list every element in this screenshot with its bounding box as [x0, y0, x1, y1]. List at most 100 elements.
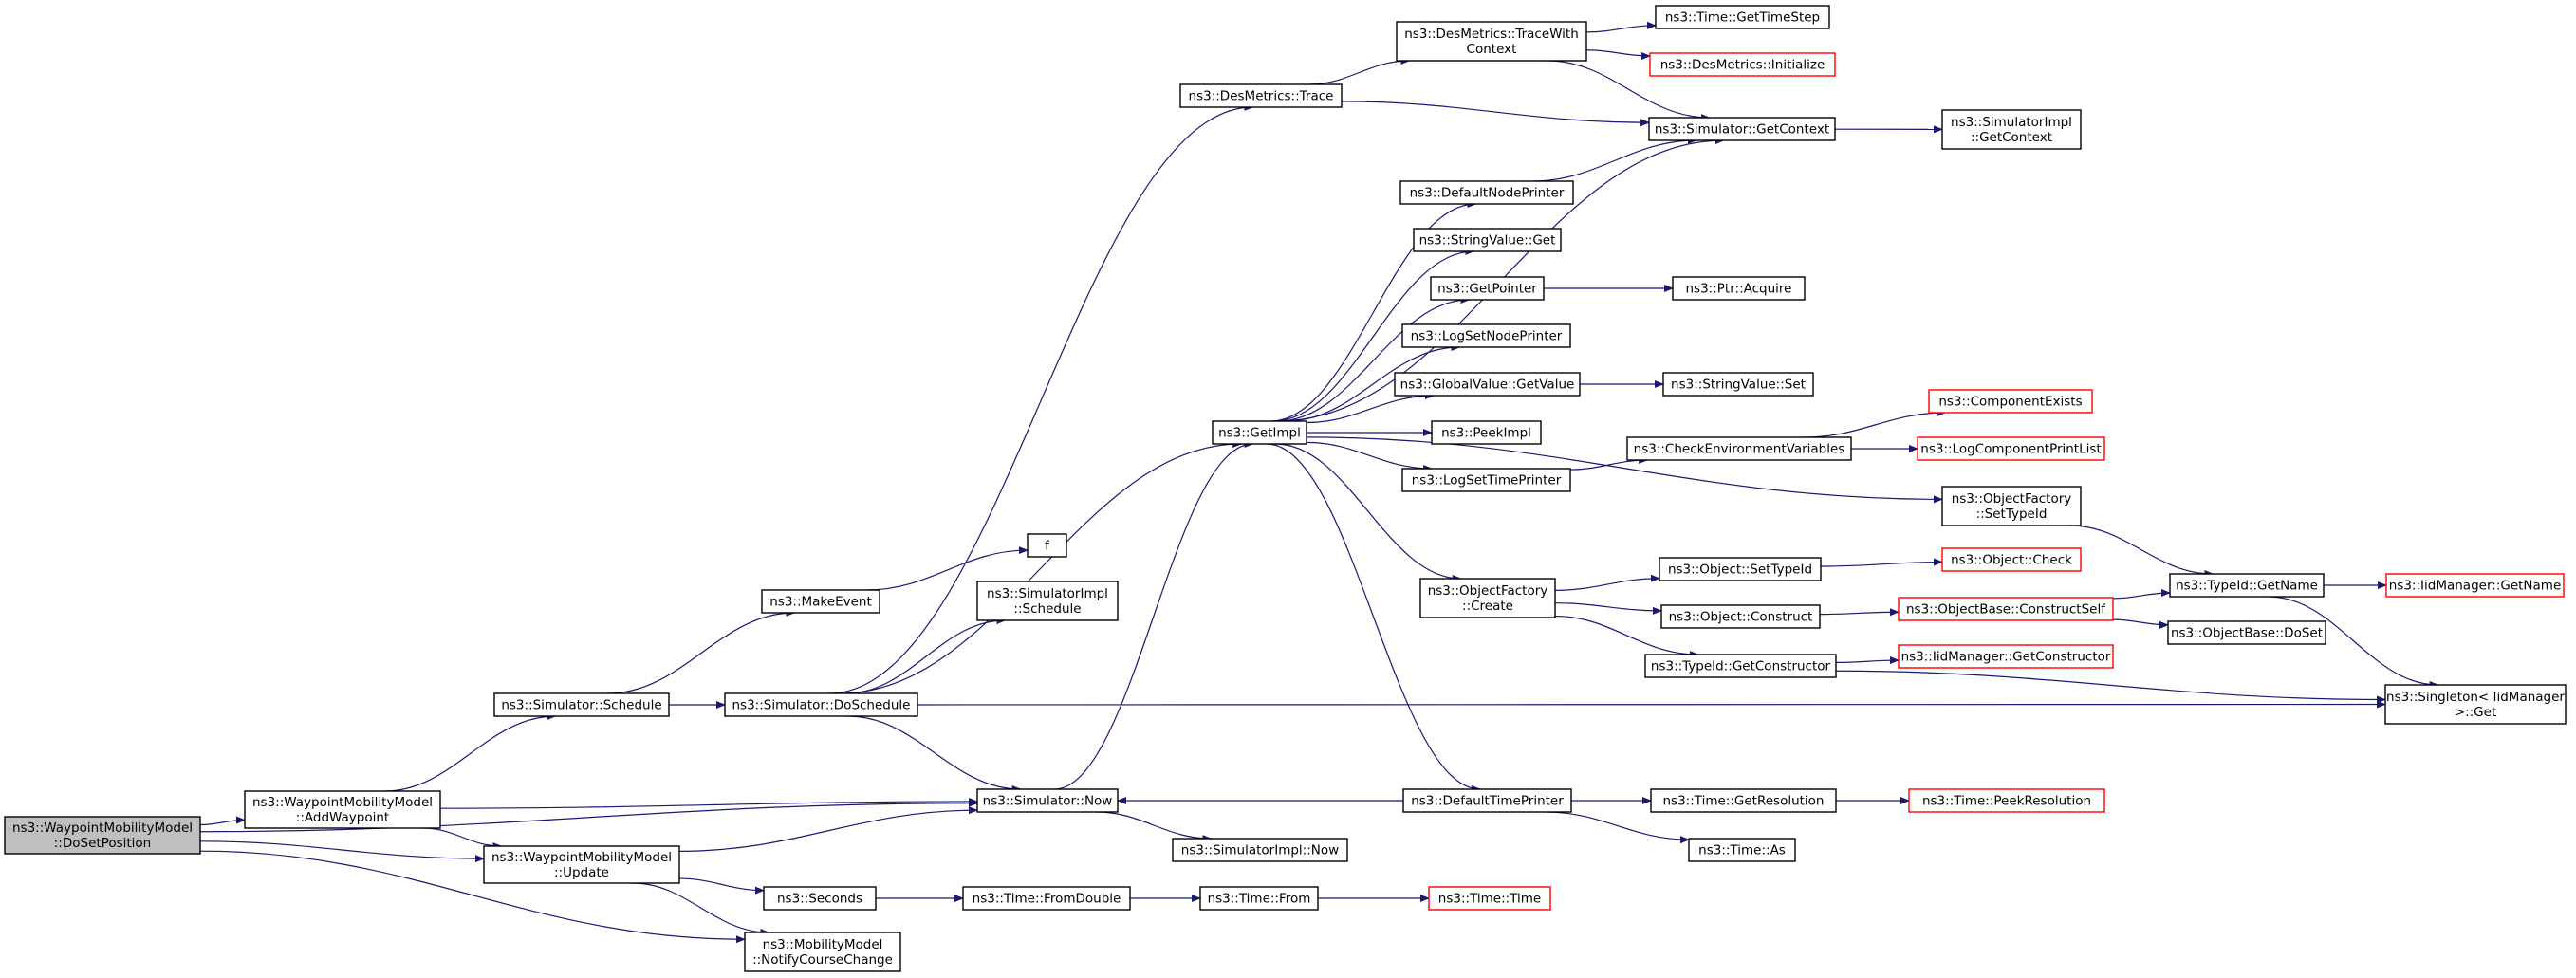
edge-doschedule-to-simnow	[847, 715, 1022, 793]
node-addwp[interactable]: ns3::WaypointMobilityModel::AddWaypoint	[244, 790, 441, 829]
node-box	[1672, 276, 1806, 301]
node-getcontext[interactable]: ns3::Simulator::GetContext	[1648, 117, 1836, 141]
edge-destrace-to-getcontext	[1341, 101, 1650, 127]
node-ofsettypeid[interactable]: ns3::ObjectFactory::SetTypeId	[1941, 486, 2082, 526]
node-ofcreate[interactable]: ns3::ObjectFactory::Create	[1419, 578, 1556, 618]
node-implschedule[interactable]: ns3::SimulatorImpl::Schedule	[976, 581, 1119, 621]
edge-update-to-seconds	[678, 877, 765, 895]
node-box	[1644, 654, 1837, 678]
node-objcheck[interactable]: ns3::Object::Check	[1941, 547, 2082, 572]
node-box	[761, 589, 880, 614]
node-label: ns3::ObjectBase::ConstructSelf	[1906, 602, 2106, 618]
node-getresolution[interactable]: ns3::Time::GetResolution	[1650, 788, 1837, 813]
edge-typeidgetctor-to-iidgetctor	[1835, 656, 1900, 665]
node-schedule[interactable]: ns3::Simulator::Schedule	[493, 692, 670, 717]
node-singleton[interactable]: ns3::Singleton< IidManager >::Get	[2384, 684, 2567, 725]
node-timeas[interactable]: ns3::Time::As	[1688, 838, 1796, 862]
node-label: ns3::IidManager::GetName	[2389, 579, 2562, 594]
node-box	[4, 816, 201, 855]
node-checkenv[interactable]: ns3::CheckEnvironmentVariables	[1626, 436, 1852, 461]
node-label: ns3::Time::GetResolution	[1662, 794, 1824, 809]
edge-tracewith-to-getcontext	[1547, 60, 1711, 121]
node-box	[1662, 372, 1814, 397]
node-label: ns3::DefaultNodePrinter	[1410, 186, 1565, 201]
node-seconds[interactable]: ns3::Seconds	[763, 886, 877, 911]
node-timefrom[interactable]: ns3::Time::From	[1199, 886, 1319, 911]
node-objconstruct[interactable]: ns3::Object::Construct	[1660, 604, 1821, 629]
node-objbasedoset[interactable]: ns3::ObjectBase::DoSet	[2167, 620, 2326, 645]
node-label: ns3::Time::FromDouble	[973, 892, 1121, 907]
node-label: ns3::Time::Time	[1438, 892, 1541, 907]
node-gettimestep[interactable]: ns3::Time::GetTimeStep	[1655, 5, 1830, 29]
node-gvgetvalue[interactable]: ns3::GlobalValue::GetValue	[1394, 372, 1581, 397]
node-label: ns3::CheckEnvironmentVariables	[1634, 442, 1845, 457]
edge-getimpl-to-ofcreate	[1275, 443, 1462, 582]
node-box	[1419, 578, 1556, 618]
node-typeidgetctor[interactable]: ns3::TypeId::GetConstructor	[1644, 654, 1837, 678]
edge-getimpl-to-gvgetvalue	[1306, 392, 1436, 424]
node-label: ns3::DesMetrics::Initialize	[1660, 58, 1825, 73]
node-box	[724, 692, 918, 717]
node-box	[1428, 886, 1551, 911]
node-getpointer[interactable]: ns3::GetPointer	[1430, 276, 1545, 301]
edge-doschedule-to-getimpl	[839, 440, 1243, 694]
node-label: ns3::ObjectFactory	[1428, 583, 1548, 599]
node-destrace[interactable]: ns3::DesMetrics::Trace	[1179, 83, 1343, 108]
edge-constructself-to-typeidgetname	[2112, 588, 2171, 600]
node-label: ns3::StringValue::Set	[1671, 378, 1806, 393]
node-box	[1660, 604, 1821, 629]
edge-simnow-to-implnow	[1096, 811, 1213, 842]
node-makeevent[interactable]: ns3::MakeEvent	[761, 589, 880, 614]
node-label: ns3::Singleton< IidManager	[2386, 690, 2565, 705]
node-logcomplist[interactable]: ns3::LogComponentPrintList	[1917, 436, 2105, 461]
node-typeidgetname[interactable]: ns3::TypeId::GetName	[2169, 573, 2325, 598]
node-peekimpl[interactable]: ns3::PeekImpl	[1431, 420, 1542, 445]
node-implnow[interactable]: ns3::SimulatorImpl::Now	[1172, 838, 1348, 862]
node-objsettypeid[interactable]: ns3::Object::SetTypeId	[1659, 557, 1822, 581]
node-deftimeprinter[interactable]: ns3::DefaultTimePrinter	[1402, 788, 1572, 813]
node-peekresolution[interactable]: ns3::Time::PeekResolution	[1908, 788, 2105, 813]
edge-getimpl-to-getpointer	[1277, 296, 1471, 422]
node-update[interactable]: ns3::WaypointMobilityModel::Update	[483, 845, 680, 884]
node-strvalset[interactable]: ns3::StringValue::Set	[1662, 372, 1814, 397]
node-simnow[interactable]: ns3::Simulator::Now	[976, 788, 1119, 813]
node-ptracquire[interactable]: ns3::Ptr::Acquire	[1672, 276, 1806, 301]
node-f[interactable]: f	[1027, 533, 1067, 558]
node-label: ns3::Time::GetTimeStep	[1665, 10, 1820, 26]
node-iidgetctor[interactable]: ns3::IidManager::GetConstructor	[1898, 644, 2114, 669]
node-label: ns3::MakeEvent	[769, 595, 872, 610]
node-compexists[interactable]: ns3::ComponentExists	[1928, 389, 2093, 414]
node-box	[1396, 21, 1587, 62]
node-box	[1172, 838, 1348, 862]
node-desinit[interactable]: ns3::DesMetrics::Initialize	[1649, 52, 1836, 77]
node-logsetnode[interactable]: ns3::LogSetNodePrinter	[1401, 323, 1571, 348]
node-getimpl[interactable]: ns3::GetImpl	[1212, 420, 1307, 445]
edge-getimpl-to-logsettime	[1306, 441, 1434, 472]
edge-update-to-simnow	[678, 806, 978, 852]
node-logsettime[interactable]: ns3::LogSetTimePrinter	[1401, 468, 1571, 492]
node-notify[interactable]: ns3::MobilityModel::NotifyCourseChange	[744, 932, 901, 972]
node-label: ns3::IidManager::GetConstructor	[1901, 650, 2111, 665]
node-implgetcontext[interactable]: ns3::SimulatorImpl::GetContext	[1941, 109, 2082, 150]
node-box	[1928, 389, 2093, 414]
node-label: ns3::Simulator::GetContext	[1655, 122, 1829, 138]
node-fromdouble[interactable]: ns3::Time::FromDouble	[962, 886, 1131, 911]
node-box	[1688, 838, 1796, 862]
node-defnodeprinter[interactable]: ns3::DefaultNodePrinter	[1399, 180, 1574, 205]
edge-doschedule-to-destrace	[829, 103, 1254, 694]
node-iidgetname[interactable]: ns3::IidManager::GetName	[2385, 573, 2565, 598]
node-constructself[interactable]: ns3::ObjectBase::ConstructSelf	[1898, 597, 2114, 621]
node-label: ns3::PeekImpl	[1441, 426, 1531, 441]
node-box	[1659, 557, 1822, 581]
node-strvalget[interactable]: ns3::StringValue::Get	[1413, 228, 1562, 252]
edge-tracewith-to-desinit	[1585, 49, 1651, 60]
node-timetime[interactable]: ns3::Time::Time	[1428, 886, 1551, 911]
edges-layer	[199, 21, 2439, 944]
edge-schedule-to-makeevent	[607, 609, 796, 694]
node-root[interactable]: ns3::WaypointMobilityModel::DoSetPositio…	[4, 816, 201, 855]
node-label: ns3::ObjectBase::DoSet	[2171, 626, 2323, 641]
node-doschedule[interactable]: ns3::Simulator::DoSchedule	[724, 692, 918, 717]
node-label: ns3::Simulator::DoSchedule	[732, 698, 911, 713]
